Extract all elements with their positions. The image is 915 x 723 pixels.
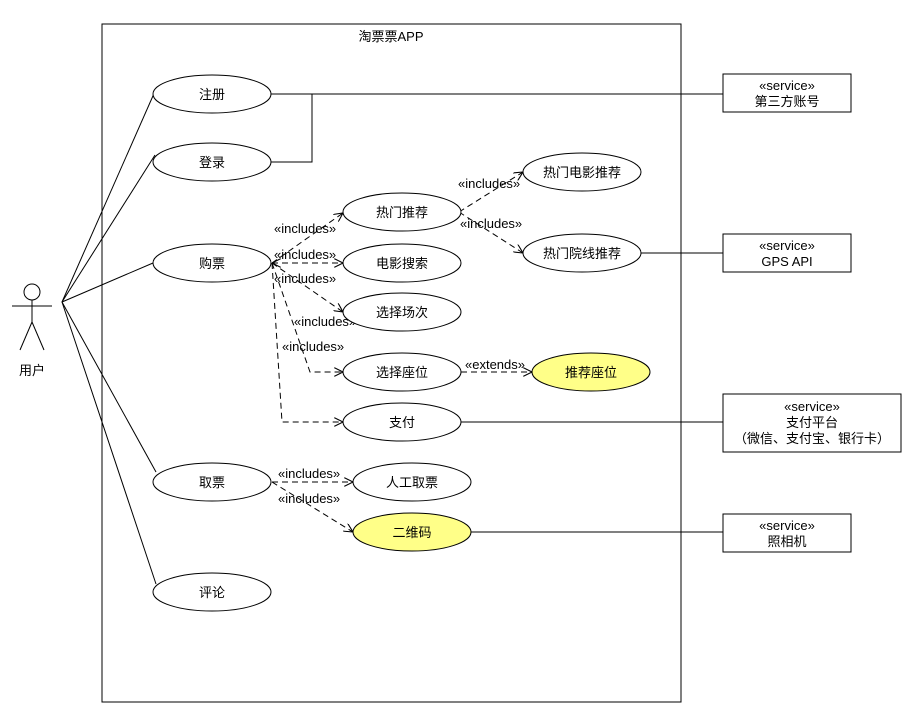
use-case-hot-recommend[interactable]: 热门推荐	[342, 192, 462, 232]
actor-label: 用户	[19, 363, 45, 379]
service-third-party-account[interactable]: «service» 第三方账号	[722, 73, 852, 113]
use-case-qrcode-label: 二维码	[392, 526, 431, 541]
service-gps-api[interactable]: «service» GPS API	[722, 233, 852, 273]
service-payment-line1: 支付平台	[786, 416, 838, 431]
use-case-choose-seat[interactable]: 选择座位	[342, 352, 462, 392]
rel-label-includes-pay: «includes»	[282, 339, 344, 354]
use-case-comment-label: 评论	[199, 586, 225, 601]
service-stereotype: «service»	[759, 238, 815, 253]
rel-label-includes-qrcode: «includes»	[278, 491, 340, 506]
use-case-manual-pickup-label: 人工取票	[386, 476, 438, 491]
use-case-register-label: 注册	[199, 88, 225, 103]
rel-label-includes-hot: «includes»	[274, 221, 336, 236]
service-stereotype: «service»	[759, 518, 815, 533]
use-case-choose-session-label: 选择场次	[376, 305, 428, 321]
use-case-hot-cinema[interactable]: 热门院线推荐	[522, 233, 642, 273]
system-title: 淘票票APP	[358, 29, 423, 44]
rel-label-includes-search: «includes»	[274, 247, 336, 262]
use-case-manual-pickup[interactable]: 人工取票	[352, 462, 472, 502]
actor-user[interactable]	[12, 283, 52, 351]
service-third-party-label: 第三方账号	[754, 94, 819, 110]
actor-associations	[61, 88, 157, 585]
service-stereotype: «service»	[784, 399, 840, 414]
rel-label-includes-hot-movie: «includes»	[458, 176, 520, 191]
highlight-ellipse	[352, 512, 472, 552]
rel-label-extends: «extends»	[465, 357, 525, 372]
use-case-recommend-seat-label: 推荐座位	[565, 366, 617, 381]
use-case-register[interactable]: 注册	[152, 74, 272, 114]
use-case-recommend-seat[interactable]: 推荐座位	[531, 352, 651, 392]
system-boundary	[101, 23, 682, 703]
rel-label-includes-hot-cinema: «includes»	[460, 216, 522, 231]
dependency-arrows	[271, 172, 532, 532]
use-case-qrcode[interactable]: 二维码	[352, 512, 472, 552]
use-case-pay-label: 支付	[389, 416, 415, 431]
use-case-hot-cinema-label: 热门院线推荐	[543, 247, 621, 262]
use-case-choose-seat-label: 选择座位	[376, 366, 428, 381]
use-case-hot-movie[interactable]: 热门电影推荐	[522, 152, 642, 192]
rel-label-includes-session: «includes»	[274, 271, 336, 286]
service-camera[interactable]: «service» 照相机	[722, 513, 852, 553]
service-stereotype: «service»	[759, 78, 815, 93]
highlight-ellipse	[531, 352, 651, 392]
use-case-movie-search-label: 电影搜索	[376, 257, 428, 272]
service-payment-line2: （微信、支付宝、银行卡）	[734, 432, 890, 447]
use-case-login-label: 登录	[199, 156, 225, 171]
use-case-pickup[interactable]: 取票	[152, 462, 272, 502]
use-case-hot-movie-label: 热门电影推荐	[543, 166, 621, 181]
use-case-comment[interactable]: 评论	[152, 572, 272, 612]
service-camera-label: 照相机	[767, 535, 806, 550]
use-case-movie-search[interactable]: 电影搜索	[342, 243, 462, 283]
use-case-hot-recommend-label: 热门推荐	[376, 206, 428, 221]
use-case-login[interactable]: 登录	[152, 142, 272, 182]
service-associations	[271, 93, 723, 533]
use-case-choose-session[interactable]: 选择场次	[342, 292, 462, 332]
use-case-pickup-label: 取票	[199, 476, 225, 491]
service-payment-platform[interactable]: «service» 支付平台 （微信、支付宝、银行卡）	[722, 393, 902, 453]
actor-head	[23, 283, 41, 301]
use-case-pay[interactable]: 支付	[342, 402, 462, 442]
use-case-buy-label: 购票	[199, 256, 225, 272]
rel-label-includes-manual: «includes»	[278, 466, 340, 481]
rel-label-includes-seat: «includes»	[294, 314, 356, 329]
service-gps-label: GPS API	[761, 254, 812, 269]
use-case-buy[interactable]: 购票	[152, 243, 272, 283]
